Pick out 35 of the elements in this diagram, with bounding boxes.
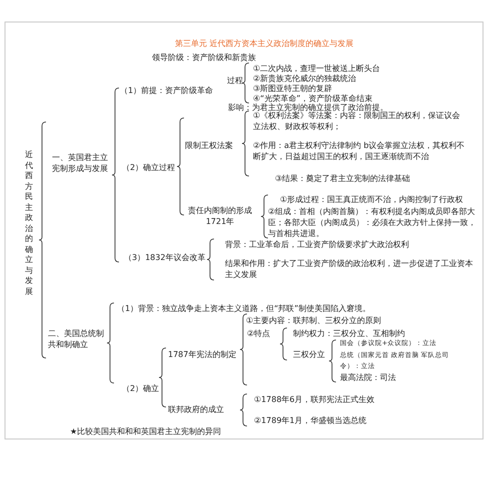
title: 第三单元 近代西方资本主义政治制度的确立与发展 (175, 38, 354, 49)
branch-label: （1）背景：独立战争走上资本主义道路，但“邦联”制使美国陷入窘境。 (117, 303, 370, 314)
branch-label: （2）确立 (122, 383, 160, 394)
list-item: ②新贵族克伦威尔的独裁统治 (253, 73, 356, 84)
branch-label: ②特点 (247, 328, 270, 339)
branch-label: 责任内阁制的形成 1721年 (187, 205, 253, 227)
branch-label: 1787年宪法的制定 (168, 349, 236, 360)
list-item: ①《权利法案》等法案：内容：限制国王的权利，保证议会立法权、财政权等权利； (253, 111, 461, 132)
note-text: ★比较美国共和和和英国君主立宪制的异同 (70, 426, 222, 437)
list-item: ①1788年6月，联邦宪法正式生效 (254, 394, 375, 405)
list-item: 最高法院：司法 (340, 372, 396, 383)
list-item: 结果和作用：扩大了工业资产阶级的政治权利，进一步促进了工业资本主义发展 (225, 258, 474, 280)
list-item: ①二次内战，查理一世被送上断头台 (253, 63, 380, 74)
list-item: ②组成：首相（内阁首脑）：有权利提名内阁成员即各部大臣；各部大臣（内阁成员）：必须在大政方针上保持一致，与首相共进退。 (268, 206, 476, 239)
list-item: ②作用：a君主权利守法律制约 b议会掌握立法权，其权利不断扩大，日益超过国王的权利，国王逐渐统而不治 (253, 140, 466, 162)
list-item: 制约权力：三权分立、互相制约 (293, 328, 405, 339)
branch-label: 过程 (227, 75, 243, 86)
branch-label: 限制王权法案 (185, 140, 233, 151)
list-item: ③斯图亚特王朝的复辟 (253, 83, 332, 94)
list-item: ③结果：奠定了君主立宪制的法律基础 (275, 173, 410, 184)
list-item: 背景：工业革命后，工业资产阶级要求扩大政治权利 (225, 239, 409, 250)
note-text: 影响：为君主立宪制的确立提供了政治前提。 (228, 102, 388, 112)
list-item: ②1789年1月，华盛顿当选总统 (254, 415, 367, 426)
branch-label: 三权分立 (293, 349, 325, 360)
section-heading: 二、美国总统制共和制确立 (48, 328, 104, 350)
list-item: ④“光荣革命”，资产阶级革命结束 (253, 93, 372, 103)
section-heading: 一、英国君主立宪制形成与发展 (51, 152, 108, 174)
vertical-title: 近代西方民主政治的确立与发展 (24, 150, 34, 297)
branch-label: （3）1832年议会改革 (124, 252, 206, 263)
branch-label: 联邦政府的成立 (168, 404, 224, 415)
branch-label: （1）前提：资产阶级革命 (120, 85, 214, 96)
heading-text: 领导阶级：资产阶级和新贵族 (152, 52, 256, 63)
list-item: ①形成过程：国王真正统而不治，内阁控制了行政权 (280, 194, 464, 205)
branch-label: （2）确立过程 (122, 162, 176, 173)
list-item: ①主要内容：联邦制、三权分立的原则 (246, 315, 382, 326)
